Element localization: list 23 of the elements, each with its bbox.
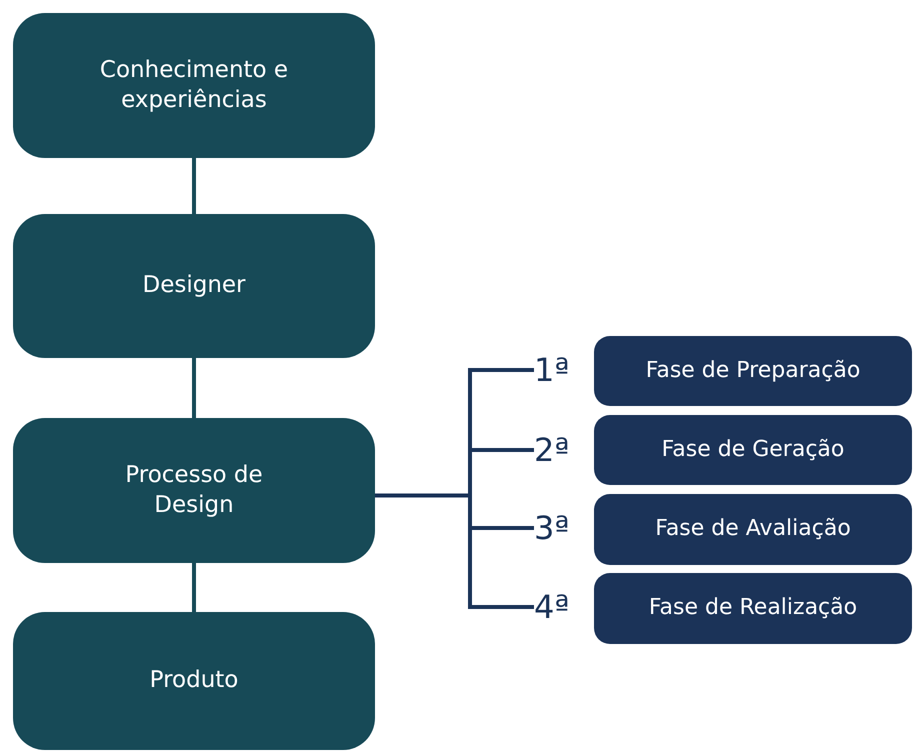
connector-line xyxy=(192,158,196,214)
box-label: Fase de Avaliação xyxy=(655,515,851,544)
box-label: Produto xyxy=(150,666,238,696)
box-label: Designer xyxy=(142,271,246,300)
phase-box xyxy=(594,336,912,406)
box-label: Fase de Preparação xyxy=(646,356,860,385)
process-box xyxy=(13,13,375,158)
ordinal-label: 4ª xyxy=(534,585,586,629)
box-label: Fase de Geração xyxy=(662,436,844,464)
connector-line xyxy=(192,358,196,418)
box-label: Conhecimento e experiências xyxy=(98,56,290,114)
box-label: Processo de Design xyxy=(124,460,264,520)
process-box xyxy=(13,418,375,563)
ordinal-label: 2ª xyxy=(534,428,586,472)
process-box xyxy=(13,612,375,750)
ordinal-label: 3ª xyxy=(534,506,586,550)
process-box xyxy=(13,214,375,358)
phase-box xyxy=(594,415,912,485)
phase-box xyxy=(594,494,912,565)
phase-box xyxy=(594,573,912,644)
connector-line xyxy=(192,563,196,612)
ordinal-label: 1ª xyxy=(534,348,586,392)
box-label: Fase de Realização xyxy=(648,594,858,622)
